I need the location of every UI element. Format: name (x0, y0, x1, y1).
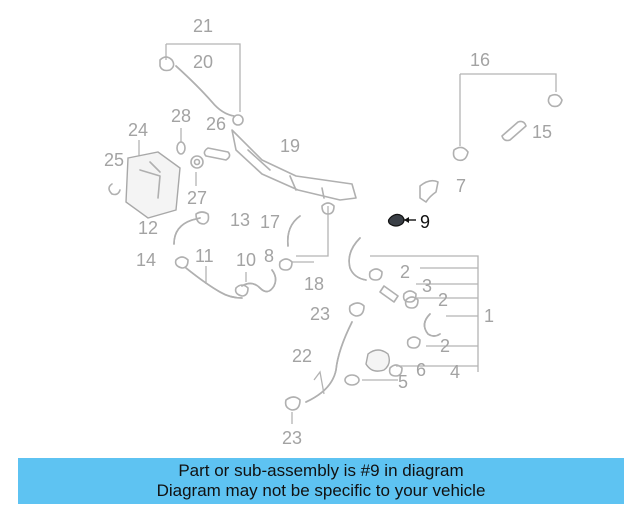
part-9-drawing (387, 213, 416, 227)
banner-line-disclaimer: Diagram may not be specific to your vehi… (156, 481, 486, 500)
callout-14: 14 (136, 250, 156, 270)
part-drawings (108, 43, 563, 424)
callout-21: 21 (193, 16, 213, 36)
callout-22: 22 (292, 346, 312, 366)
callout-3: 3 (422, 276, 432, 296)
callout-15: 15 (532, 122, 552, 142)
callout-9: 9 (420, 212, 430, 232)
callout-12: 12 (138, 218, 158, 238)
parts-diagram: 21 20 16 28 26 24 25 19 27 15 7 13 12 17… (104, 16, 563, 448)
callout-7: 7 (456, 176, 466, 196)
callout-13: 13 (230, 210, 250, 230)
callout-11: 11 (195, 246, 214, 266)
callout-20: 20 (193, 52, 213, 72)
callout-25: 25 (104, 150, 124, 170)
callout-27: 27 (187, 188, 207, 208)
callout-19: 19 (280, 136, 300, 156)
callout-10: 10 (236, 250, 256, 270)
callout-6: 6 (416, 360, 426, 380)
callout-23-bottom: 23 (282, 428, 302, 448)
info-banner: Part or sub-assembly is #9 in diagram Di… (18, 458, 624, 504)
callout-16: 16 (470, 50, 490, 70)
callout-2-b: 2 (438, 290, 448, 310)
callout-8: 8 (264, 246, 274, 266)
callout-17: 17 (260, 212, 280, 232)
callout-numbers: 21 20 16 28 26 24 25 19 27 15 7 13 12 17… (104, 16, 552, 448)
callout-23-top: 23 (310, 304, 330, 324)
callout-2-a: 2 (400, 262, 410, 282)
callout-5: 5 (398, 372, 408, 392)
banner-line-part: Part or sub-assembly is #9 in diagram (178, 461, 464, 480)
callout-4: 4 (450, 362, 460, 382)
callout-26: 26 (206, 114, 226, 134)
callout-28: 28 (171, 106, 191, 126)
callout-18: 18 (304, 274, 324, 294)
callout-1: 1 (484, 306, 494, 326)
callout-24: 24 (128, 120, 148, 140)
callout-2-c: 2 (440, 336, 450, 356)
